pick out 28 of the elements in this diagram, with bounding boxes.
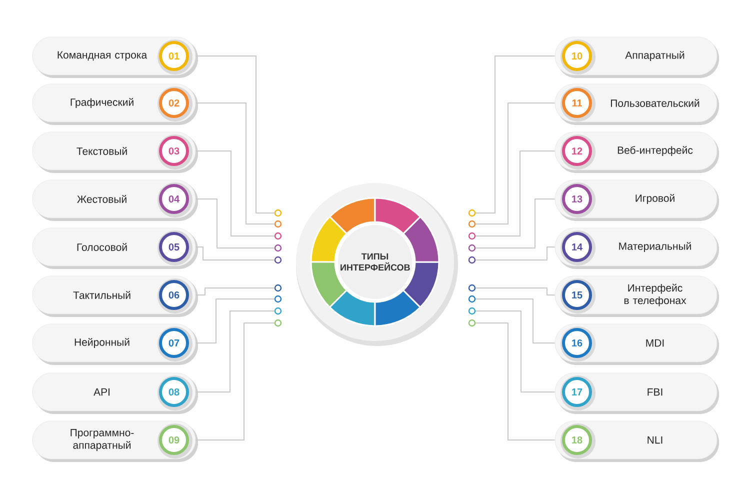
connector-line: [195, 310, 275, 392]
connector-line: [475, 310, 556, 392]
connector-line: [195, 198, 275, 248]
number-badge: 01: [158, 40, 192, 74]
connector-line: [195, 322, 275, 440]
connector-line: [195, 150, 275, 236]
connector-line: [195, 288, 275, 296]
number-badge: 07: [158, 326, 192, 362]
connector-line: [475, 298, 556, 344]
connector-line: [195, 246, 275, 260]
number-badge: 04: [158, 182, 192, 218]
connector-line: [475, 322, 556, 440]
number-badge: 03: [158, 134, 192, 170]
center-title: ТИПЫ ИНТЕРФЕЙСОВ: [340, 253, 410, 271]
number-badge: 08: [158, 376, 192, 410]
number-badge: 05: [158, 230, 192, 266]
connector-line: [195, 56, 275, 214]
connector-line: [195, 102, 275, 224]
connector-line: [475, 288, 556, 296]
connector-line: [475, 56, 556, 214]
connector-line: [475, 102, 556, 224]
connector-line: [475, 198, 556, 248]
connector-line: [195, 298, 275, 344]
number-badge: 09: [158, 424, 192, 458]
number-badge: 06: [158, 278, 192, 314]
connector-line: [475, 246, 556, 260]
connector-line: [475, 150, 556, 236]
number-badge: 02: [158, 86, 192, 122]
